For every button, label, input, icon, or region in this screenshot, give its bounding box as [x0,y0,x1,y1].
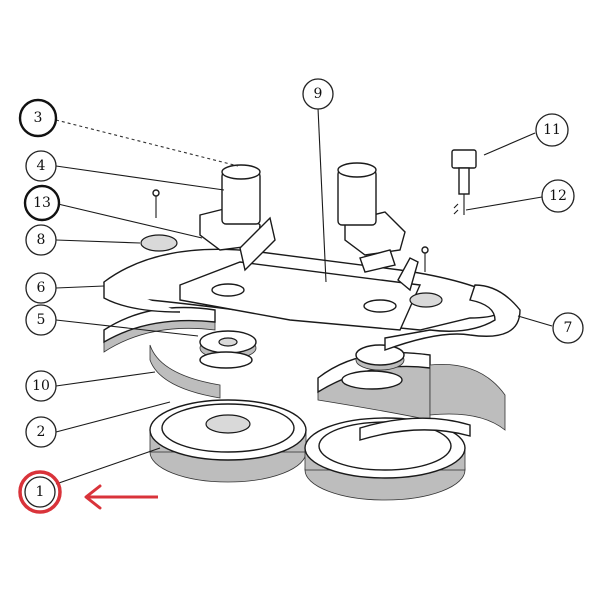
actuator [451,149,477,215]
callout-12: 12 [541,179,575,213]
leader-2 [55,401,171,433]
callout-7: 7 [552,312,584,344]
callout-label: 8 [37,232,46,248]
leader-7 [517,315,553,327]
leader-4 [55,165,225,191]
callout-5: 5 [25,304,57,336]
callout-4: 4 [25,150,57,182]
callout-label: 4 [37,158,46,174]
callout-2: 2 [25,416,57,448]
callout-1-highlight-ring [18,470,62,514]
leader-6 [55,285,105,289]
callout-label: 2 [37,424,46,440]
leader-8 [55,239,141,244]
center-bar [179,261,422,331]
pointer-arrow-icon [84,484,158,510]
callout-13: 13 [23,184,61,222]
callout-label: 7 [564,320,573,336]
callout-label: 1 [36,484,45,500]
leader-12 [465,196,543,211]
hub-right [341,344,405,390]
skirt-left [103,306,221,399]
leader-3 [55,119,239,167]
callout-label: 12 [549,188,567,204]
disc-left [199,351,253,369]
callout-11: 11 [535,113,569,147]
leader-1 [55,447,161,485]
callout-6: 6 [25,272,57,304]
bolt-left [152,189,160,218]
callout-label: 10 [32,378,50,394]
callout-label: 3 [34,110,43,126]
motor-right [337,162,419,292]
callout-label: 9 [314,86,323,102]
motor-left [199,164,276,272]
callout-10: 10 [25,370,57,402]
leader-9 [317,107,327,283]
callout-label: 11 [543,122,561,138]
bolt-right [421,246,429,272]
callout-1: 1 [18,470,62,514]
leader-10 [55,371,156,387]
callout-3: 3 [18,98,58,138]
cap-right [409,292,443,308]
leader-13 [57,203,203,239]
guard-right [384,284,521,351]
cap-left [140,234,178,252]
callout-label: 13 [33,195,51,211]
leader-11 [483,132,536,156]
callout-label: 5 [37,312,46,328]
brush-right-front [304,417,466,501]
callout-9: 9 [302,78,334,110]
brush-left-front [149,399,307,483]
callout-8: 8 [25,224,57,256]
leader-5 [55,319,199,337]
callout-label: 6 [37,280,46,296]
